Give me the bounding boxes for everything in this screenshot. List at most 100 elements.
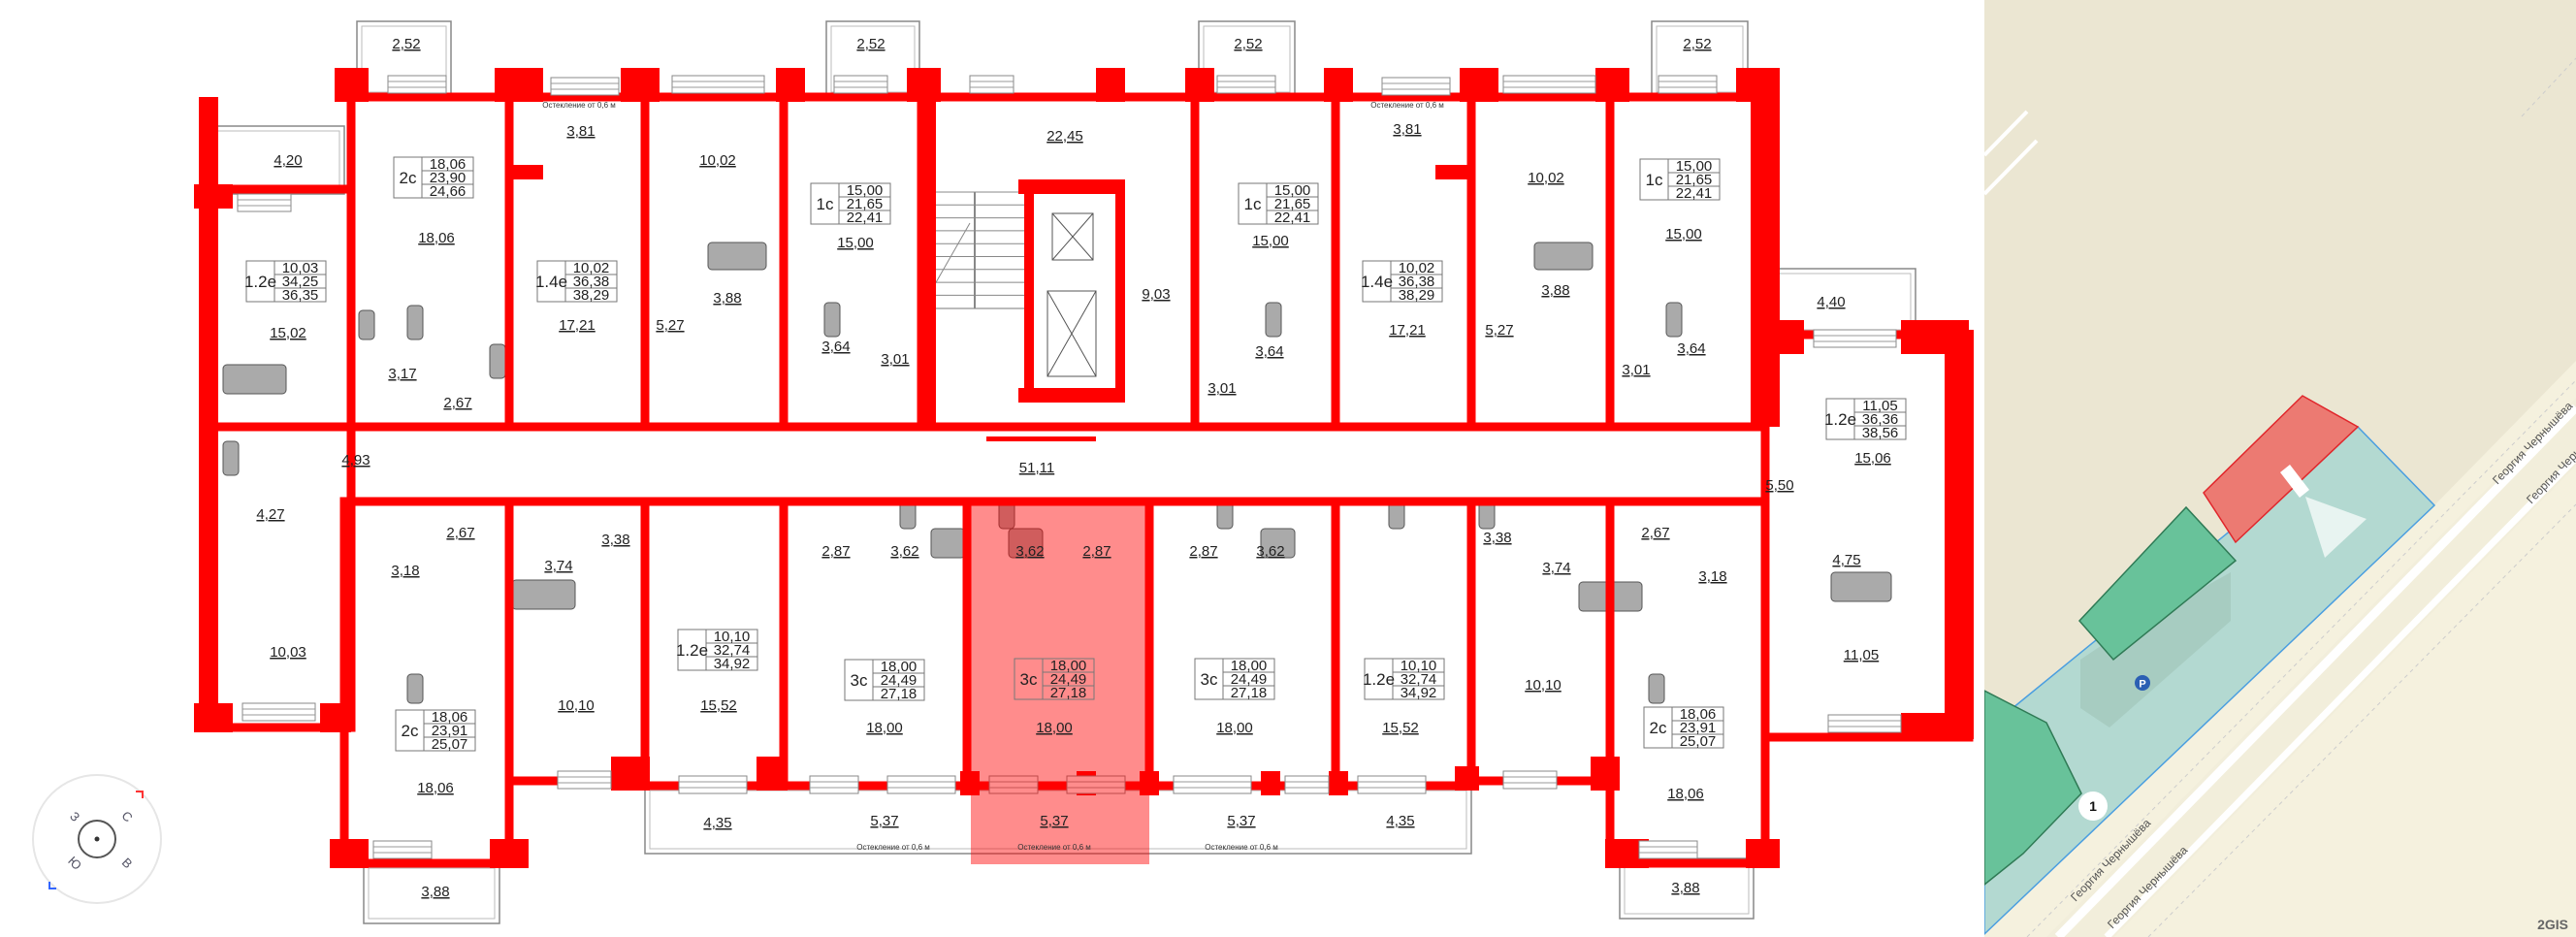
apartment-area: 38,29 [573, 287, 610, 304]
room-area: 3,81 [1393, 121, 1421, 138]
room-area: 22,45 [1046, 128, 1083, 145]
wall [490, 839, 529, 868]
apartment-area: 27,18 [1050, 685, 1087, 701]
room-area: 3,88 [1541, 282, 1569, 299]
room-area: 5,50 [1765, 477, 1793, 494]
entrance-marker[interactable] [2078, 792, 2108, 821]
window [1502, 770, 1558, 790]
room-area: 10,02 [699, 152, 736, 169]
apartment-area: 23,90 [430, 170, 467, 186]
room-area: 10,10 [558, 697, 595, 714]
wall [1096, 68, 1125, 102]
window [886, 775, 956, 794]
window [671, 75, 765, 94]
wall-outline [1331, 497, 1476, 791]
glazing-note: Остекление от 0,6 м [856, 843, 930, 852]
apartment-area: 15,00 [1274, 182, 1311, 199]
window [237, 193, 292, 212]
room-area: 5,27 [1485, 322, 1513, 339]
room-area: 18,00 [1036, 720, 1073, 736]
fixture [358, 309, 375, 340]
wall [1901, 713, 1974, 739]
wall [1140, 771, 1159, 795]
neighbor-building[interactable] [1984, 690, 2082, 886]
window [1357, 775, 1427, 794]
room-area: 18,06 [417, 780, 454, 796]
apartment-area: 36,38 [573, 274, 610, 290]
room-area: 3,64 [821, 339, 850, 355]
room-area: 3,01 [1208, 380, 1236, 397]
parking-icon[interactable] [2135, 675, 2150, 691]
location-map[interactable]: 1 P Георгия Чернышёва Георгия Чернышёва … [1984, 0, 2576, 937]
window [550, 77, 620, 96]
room-area: 2,87 [1082, 543, 1111, 560]
brand-logo: 2GIS [2537, 917, 2568, 932]
apartment-area: 11,05 [1862, 398, 1897, 414]
wall [1760, 320, 1804, 354]
wall [509, 165, 543, 179]
apartment-type: 1.4e [1361, 273, 1393, 291]
room-area: 3,74 [1542, 560, 1570, 576]
wall [611, 757, 650, 791]
apartment-area: 10,03 [282, 260, 319, 276]
room-area: 3,38 [1483, 530, 1511, 546]
room-area: 3,01 [1622, 362, 1650, 378]
room-area: 15,02 [270, 325, 306, 341]
apartment-type: 2c [402, 722, 419, 740]
fixture [222, 364, 287, 395]
wall [921, 97, 936, 427]
room-area: 4,35 [1386, 813, 1414, 829]
wall [330, 839, 369, 868]
fixture [930, 528, 966, 559]
staircase [925, 191, 1029, 309]
wall [1261, 771, 1280, 795]
compass-center-icon [78, 820, 116, 858]
wall [1595, 68, 1629, 102]
window [1381, 77, 1451, 96]
wall [194, 184, 233, 209]
room-area: 2,87 [821, 543, 850, 560]
room-area: 10,10 [1525, 677, 1562, 694]
selected-apartment-highlight[interactable] [971, 501, 1149, 864]
balcony [644, 785, 1472, 855]
apartment-area: 23,91 [432, 723, 468, 739]
fixture [406, 305, 424, 340]
room-area: 2,87 [1189, 543, 1217, 560]
room-area: 2,52 [392, 36, 420, 52]
window [372, 840, 433, 859]
window [557, 770, 612, 790]
apartment-area: 36,36 [1862, 411, 1899, 428]
room-area: 18,00 [866, 720, 903, 736]
apartment-area: 18,06 [430, 156, 467, 173]
wall [1018, 388, 1125, 403]
neighbor-building[interactable] [2077, 505, 2238, 662]
wall-outline [346, 92, 514, 432]
room-area: 3,74 [544, 558, 572, 574]
apartment-area: 25,07 [432, 736, 468, 753]
selected-building[interactable] [2203, 395, 2360, 544]
wall [1435, 165, 1471, 179]
window [833, 75, 888, 94]
window [242, 702, 316, 722]
apartment-area: 18,00 [881, 659, 918, 675]
apartment-type: 1.2e [1363, 670, 1395, 689]
room-area: 5,37 [1040, 813, 1068, 829]
apartment-type: 1.2e [676, 641, 708, 660]
glazing-note: Остекление от 0,6 м [1205, 843, 1278, 852]
